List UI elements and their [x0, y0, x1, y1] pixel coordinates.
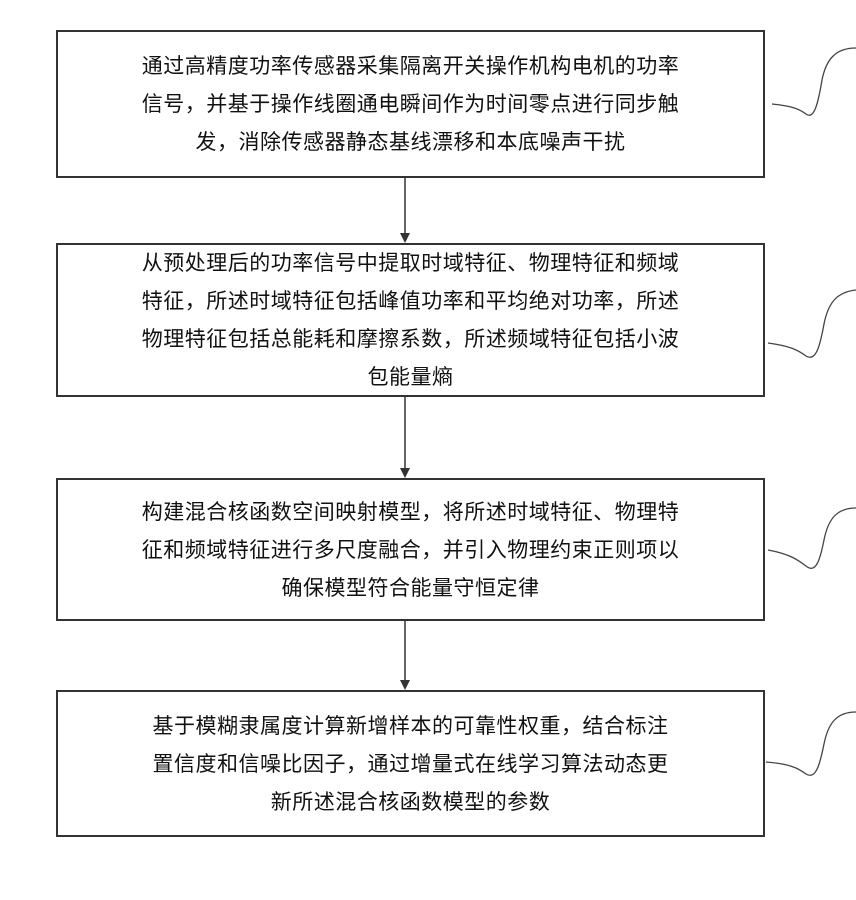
step-3-line-2: 征和频域特征进行多尺度融合，并引入物理约束正则项以: [142, 531, 680, 569]
leader-line-step-2: [768, 290, 856, 357]
step-text-3: 构建混合核函数空间映射模型，将所述时域特征、物理特 征和频域特征进行多尺度融合，…: [142, 493, 680, 607]
step-2-line-1: 从预处理后的功率信号中提取时域特征、物理特征和频域: [142, 244, 680, 282]
leader-line-step-4: [766, 712, 856, 775]
step-box-1: 通过高精度功率传感器采集隔离开关操作机构电机的功率 信号，并基于操作线圈通电瞬间…: [56, 30, 765, 178]
step-4-line-3: 新所述混合核函数模型的参数: [153, 783, 669, 821]
step-4-line-2: 置信度和信噪比因子，通过增量式在线学习算法动态更: [153, 745, 669, 783]
step-2-line-2: 特征，所述时域特征包括峰值功率和平均绝对功率，所述: [142, 282, 680, 320]
step-box-4: 基于模糊隶属度计算新增样本的可靠性权重，结合标注 置信度和信噪比因子，通过增量式…: [56, 690, 765, 837]
step-1-line-2: 信号，并基于操作线圈通电瞬间作为时间零点进行同步触: [142, 85, 680, 123]
step-4-line-1: 基于模糊隶属度计算新增样本的可靠性权重，结合标注: [153, 707, 669, 745]
step-text-1: 通过高精度功率传感器采集隔离开关操作机构电机的功率 信号，并基于操作线圈通电瞬间…: [142, 47, 680, 161]
step-1-line-1: 通过高精度功率传感器采集隔离开关操作机构电机的功率: [142, 47, 680, 85]
step-3-line-1: 构建混合核函数空间映射模型，将所述时域特征、物理特: [142, 493, 680, 531]
step-3-line-3: 确保模型符合能量守恒定律: [142, 569, 680, 607]
step-box-2: 从预处理后的功率信号中提取时域特征、物理特征和频域 特征，所述时域特征包括峰值功…: [56, 243, 765, 397]
leader-line-step-1: [772, 48, 856, 115]
step-2-line-3: 物理特征包括总能耗和摩擦系数，所述频域特征包括小波: [142, 320, 680, 358]
step-box-3: 构建混合核函数空间映射模型，将所述时域特征、物理特 征和频域特征进行多尺度融合，…: [56, 478, 765, 621]
step-text-4: 基于模糊隶属度计算新增样本的可靠性权重，结合标注 置信度和信噪比因子，通过增量式…: [153, 707, 669, 821]
step-2-line-4: 包能量熵: [142, 358, 680, 396]
step-text-2: 从预处理后的功率信号中提取时域特征、物理特征和频域 特征，所述时域特征包括峰值功…: [142, 244, 680, 396]
step-1-line-3: 发，消除传感器静态基线漂移和本底噪声干扰: [142, 123, 680, 161]
leader-line-step-3: [768, 508, 856, 568]
